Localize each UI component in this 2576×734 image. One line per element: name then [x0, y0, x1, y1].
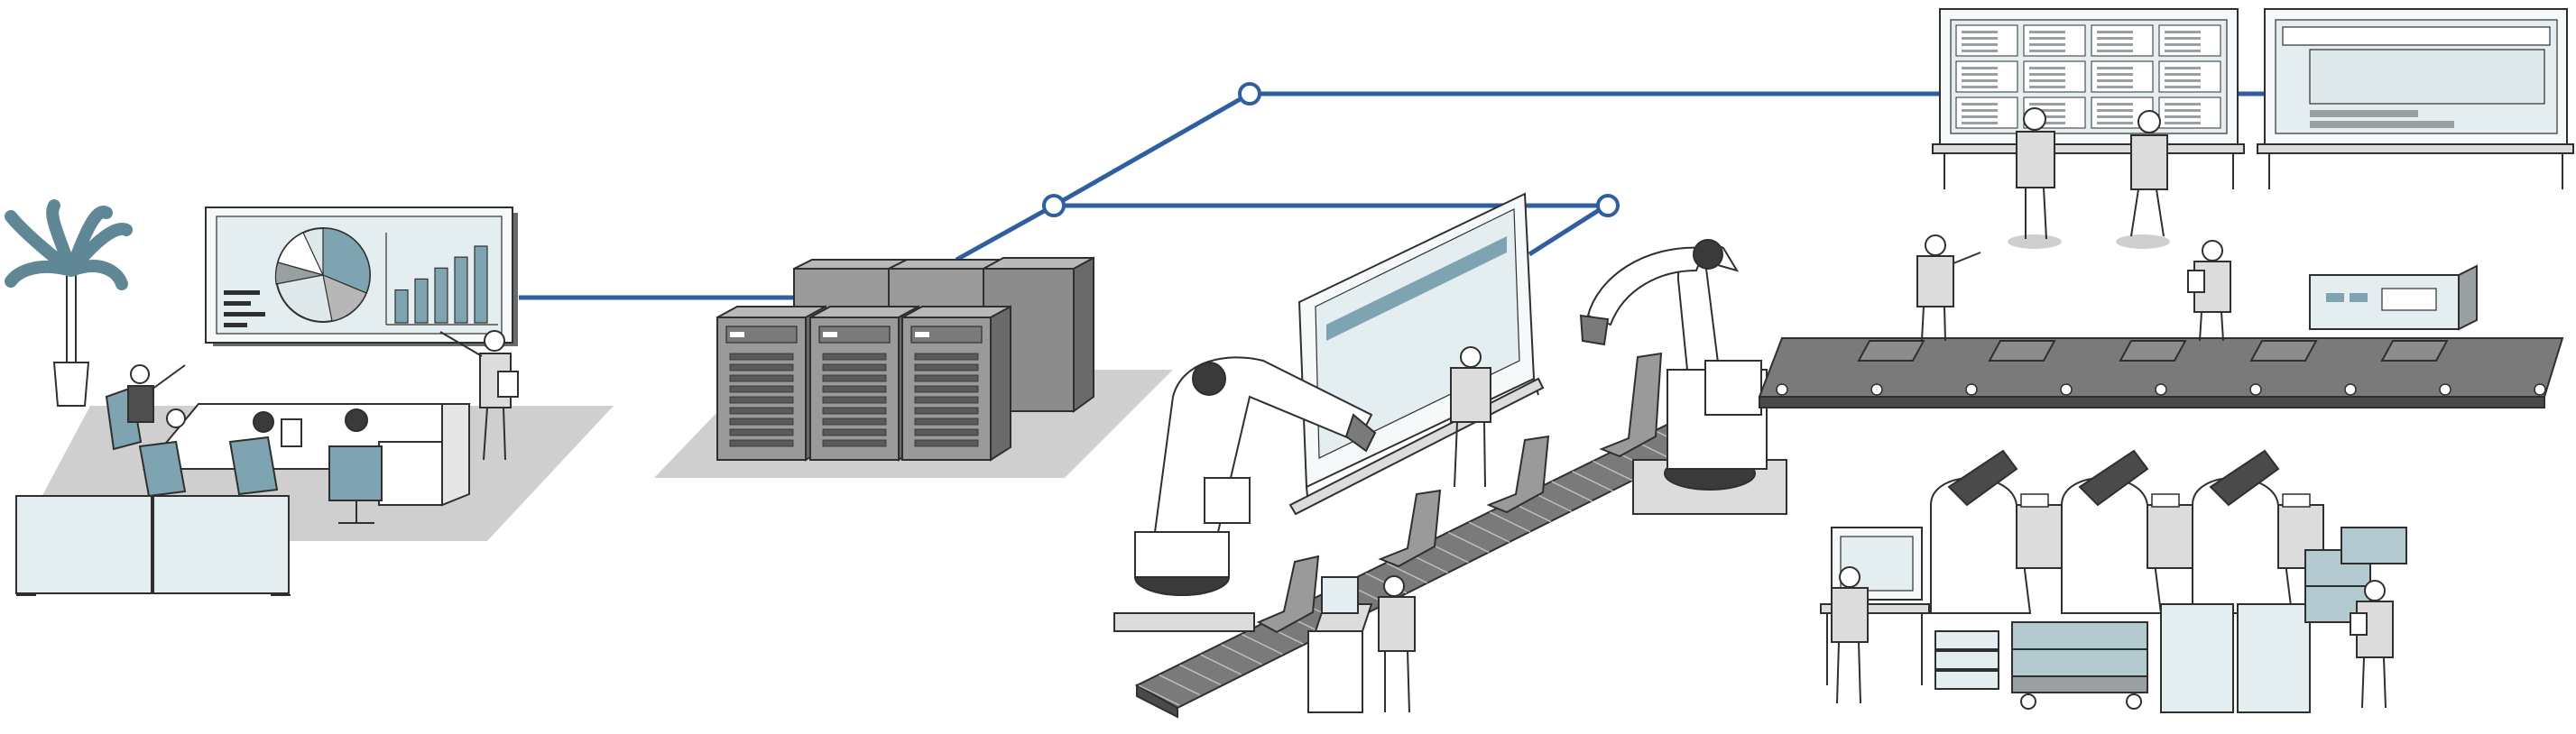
upper-conveyor: [1758, 234, 2564, 408]
network-node-icon: [1238, 82, 1261, 106]
robot-arm-icon: [1113, 356, 1377, 632]
seat-product: [1857, 340, 1925, 362]
server-front-row: [716, 305, 1011, 462]
network-nodes: [1042, 82, 1620, 217]
inspection-machine: [2309, 264, 2478, 331]
chart-bar: [474, 245, 488, 324]
server-icon: [901, 305, 1011, 462]
worker-with-clipboard: [1916, 234, 1981, 342]
network-line-hub-to-top: [1052, 91, 1944, 208]
robot-arm-icon: [1579, 239, 1787, 515]
worker-with-clipboard: [2187, 240, 2231, 342]
chart-bar: [394, 289, 409, 324]
seat-product: [1988, 340, 2056, 362]
press-machine-icon: [2192, 449, 2324, 614]
conveyor-wheels: [1776, 383, 2546, 396]
palm-tree-icon: [5, 199, 133, 407]
network-node-icon: [1596, 194, 1620, 217]
server-room: [654, 256, 1173, 478]
dashboard-display-icon: [2257, 8, 2574, 189]
seat-products: [1256, 352, 1663, 634]
worker-inspector: [2350, 580, 2394, 709]
network-node-icon: [1042, 194, 1066, 217]
meeting-room: [5, 199, 614, 596]
conveyor-products: [1857, 340, 2449, 362]
seat-product: [2249, 340, 2318, 362]
press-machine-icon: [1930, 449, 2063, 614]
control-room: [1932, 8, 2574, 249]
worker-at-console: [1307, 575, 1416, 713]
presentation-screen-icon: [205, 206, 518, 346]
network-line-to-robot: [1528, 203, 1608, 257]
worker-at-board: [1450, 346, 1491, 488]
dashboard-display-icon: [1288, 192, 1545, 516]
chart-bar: [434, 267, 448, 324]
server-icon: [716, 305, 826, 462]
pie-chart: [274, 227, 371, 323]
wall-panels: [1955, 24, 2221, 129]
chart-bar: [414, 278, 429, 324]
seat-product: [2119, 340, 2187, 362]
workstation-computer: [1820, 527, 1930, 704]
product-stacks: [1934, 527, 2407, 713]
dashboard-display-icon: [1932, 8, 2245, 189]
meeting-attendees: [105, 330, 519, 524]
press-area: [1820, 449, 2407, 713]
assembly-line: [1113, 192, 1787, 719]
supervisor-workers: [2008, 107, 2170, 249]
seat-product: [2380, 340, 2449, 362]
legend-lines: [224, 290, 265, 327]
press-machines: [1930, 449, 2324, 614]
meeting-table: [142, 403, 471, 507]
network-line-server-to-hub: [955, 203, 1056, 262]
glass-partitions: [15, 495, 291, 596]
chart-bar: [454, 256, 468, 324]
bar-chart-marks: [394, 245, 488, 324]
press-machine-icon: [2061, 449, 2193, 614]
